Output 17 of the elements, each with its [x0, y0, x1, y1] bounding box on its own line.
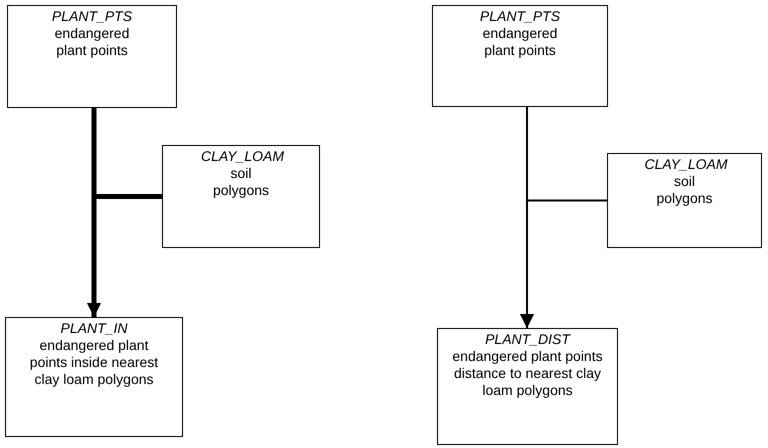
layer-description: endangered plant points	[54, 25, 130, 59]
layer-name: PLANT_DIST	[485, 331, 570, 348]
layer-name: PLANT_PTS	[480, 8, 560, 25]
process-box	[7, 5, 177, 108]
arrow	[520, 200, 607, 328]
process-box	[432, 5, 608, 107]
process-box	[437, 328, 618, 445]
layer-description: endangered plant points inside nearest clay loam polygons	[28, 337, 160, 388]
process-box	[607, 153, 762, 248]
process-box	[5, 317, 183, 437]
layer-name: PLANT_IN	[60, 320, 128, 337]
layer-description: soil polygons	[655, 173, 714, 207]
process-box	[162, 145, 320, 248]
layer-description: endangered plant points distance to nearest clay loam polygons	[451, 348, 604, 399]
layer-description: endangered plant points	[482, 25, 558, 59]
layer-description: soil polygons	[212, 165, 270, 199]
layer-name: PLANT_PTS	[52, 8, 132, 25]
